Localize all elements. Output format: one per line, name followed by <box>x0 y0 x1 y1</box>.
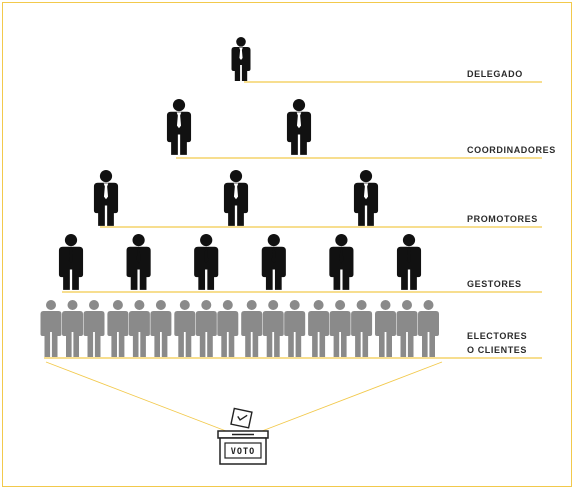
figure-delegado-1 <box>231 37 251 81</box>
ballot-box-label: VOTO <box>231 447 255 457</box>
figure-electores-16 <box>375 300 396 357</box>
figure-gestores-1 <box>58 234 84 290</box>
figure-electores-8 <box>195 300 217 357</box>
label-delegado: DELEGADO <box>467 69 523 79</box>
level-lines <box>44 81 542 432</box>
funnel-line-left <box>45 361 227 432</box>
label-coordinadores: COORDINADORES <box>467 145 556 155</box>
figure-electores-1 <box>40 300 62 357</box>
figure-electores-18 <box>418 300 439 357</box>
figure-coordinadores-1 <box>166 99 192 155</box>
figure-electores-10 <box>241 300 263 357</box>
funnel-line-right <box>261 361 443 432</box>
ballot-box-icon: VOTO <box>217 407 269 465</box>
label-electores-line2: O CLIENTES <box>467 345 527 355</box>
diagram-frame <box>2 2 572 487</box>
figure-gestores-6 <box>396 234 422 290</box>
figure-electores-17 <box>396 300 418 357</box>
figure-electores-6 <box>150 300 172 357</box>
figure-electores-12 <box>284 300 306 357</box>
figure-gestores-5 <box>329 234 354 290</box>
figure-promotores-1 <box>93 170 119 226</box>
figure-electores-11 <box>262 300 284 357</box>
level-labels: DELEGADO COORDINADORES PROMOTORES GESTOR… <box>467 69 556 355</box>
figure-electores-13 <box>308 300 330 357</box>
figure-coordinadores-2 <box>286 99 312 155</box>
figure-electores-2 <box>62 300 83 357</box>
figure-electores-9 <box>217 300 239 357</box>
figure-gestores-4 <box>261 234 286 290</box>
figure-electores-15 <box>351 300 373 357</box>
figure-promotores-2 <box>223 170 249 226</box>
label-electores-line1: ELECTORES <box>467 331 527 341</box>
figure-electores-4 <box>107 300 129 357</box>
figure-electores-14 <box>329 300 351 357</box>
figure-electores-7 <box>174 300 196 357</box>
figure-electores-5 <box>128 300 150 357</box>
figures-layer <box>40 37 439 357</box>
label-gestores: GESTORES <box>467 279 522 289</box>
figure-gestores-2 <box>126 234 151 290</box>
figure-gestores-3 <box>194 234 219 290</box>
label-promotores: PROMOTORES <box>467 214 538 224</box>
figure-promotores-3 <box>353 170 379 226</box>
figure-electores-3 <box>83 300 105 357</box>
